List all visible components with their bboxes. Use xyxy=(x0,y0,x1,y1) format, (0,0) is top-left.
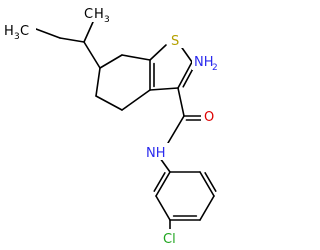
methyl-top-subscript: 3 xyxy=(104,15,110,25)
bond-carbonyl-n xyxy=(167,115,185,144)
bond-c3-carbonyl xyxy=(177,87,185,117)
bond-ch2-ch3 xyxy=(35,28,61,39)
bond-c2-c3-second xyxy=(182,66,195,88)
sulfur-label: S xyxy=(171,34,179,49)
methyl-left-h: H xyxy=(4,24,14,39)
bond-c6-cq xyxy=(83,41,101,69)
methyl-label-left: H 3 C xyxy=(4,24,29,42)
bond-c7a-c7 xyxy=(121,54,151,61)
methyl-left-c: C xyxy=(20,24,29,39)
atom-labels: S NH 2 O NH Cl H 3 C C H 3 xyxy=(4,7,218,247)
amide-nh-label: NH xyxy=(146,146,166,161)
methyl-label-top: C H 3 xyxy=(84,7,110,25)
bond-s-c7a xyxy=(149,44,167,61)
bond-cq-me-top xyxy=(83,21,94,43)
methyl-left-subscript: 3 xyxy=(14,32,20,42)
amine-label: NH 2 xyxy=(194,55,218,73)
bond-layer xyxy=(35,21,217,231)
label-backgrounds xyxy=(2,4,219,246)
bond-c7-c6 xyxy=(99,54,123,69)
bond-ar-1-second xyxy=(153,172,166,192)
bond-c4-c3a xyxy=(121,89,151,111)
bond-c6-c5 xyxy=(95,67,101,97)
bond-ar-5-second xyxy=(204,172,217,192)
bond-cq-ch2 xyxy=(59,37,85,43)
amine-subscript: 2 xyxy=(212,63,218,73)
bond-ar-4 xyxy=(199,195,215,221)
methyl-top-c: C xyxy=(84,7,93,22)
bond-c5-c4 xyxy=(95,95,123,111)
chlorine-label: Cl xyxy=(163,232,176,247)
methyl-top-h: H xyxy=(94,7,104,22)
molecule-structure: S NH 2 O NH Cl H 3 C C H 3 xyxy=(2,4,219,247)
bond-ar-5 xyxy=(199,171,215,197)
bond-ar-2 xyxy=(155,195,171,221)
bond-ar-1 xyxy=(155,171,171,197)
bond-n-c1 xyxy=(159,157,171,173)
bond-c2-c3 xyxy=(177,61,193,89)
bond-c3-c3a xyxy=(149,87,179,91)
carbonyl-oxygen-label: O xyxy=(204,110,214,125)
amine-nh-text: NH xyxy=(194,55,214,70)
